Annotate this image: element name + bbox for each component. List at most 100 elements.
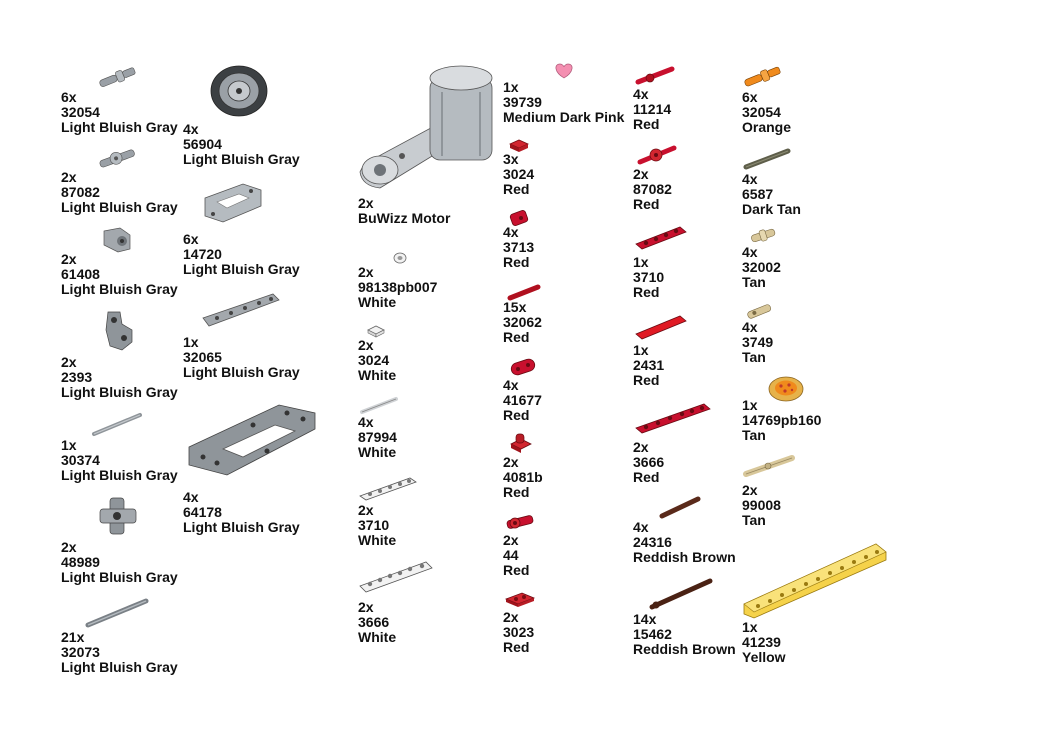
part-id: 32054: [61, 104, 100, 120]
part-color: Red: [633, 196, 660, 212]
part-qty: 1x: [183, 334, 199, 350]
part-qty: 2x: [358, 337, 374, 353]
part-color: Red: [503, 562, 530, 578]
pin-icon: [635, 66, 675, 85]
h-frame-icon: [204, 183, 262, 223]
plate-icon: [635, 226, 687, 250]
part-label: 14x 15462 Reddish Brown: [633, 612, 736, 657]
axle-icon: [507, 284, 541, 301]
part-id: 3024: [503, 166, 535, 182]
bar-icon: [92, 413, 142, 436]
beam-icon: [743, 543, 887, 619]
pin-with-hole-icon: [637, 145, 677, 165]
part-color: Red: [503, 639, 530, 655]
part-id: 32073: [61, 644, 100, 660]
part-color: Light Bluish Gray: [61, 659, 178, 675]
part-qty: 4x: [503, 224, 519, 240]
pin-with-hole-icon: [99, 149, 135, 168]
plate-icon: [509, 139, 529, 152]
axle-icon: [743, 148, 791, 170]
part-id: 32002: [742, 259, 781, 275]
part-qty: 4x: [183, 489, 199, 505]
part-qty: 4x: [183, 121, 199, 137]
part-id: 3713: [503, 239, 535, 255]
part-qty: 2x: [61, 539, 77, 555]
part-label: 1x 30374 Light Bluish Gray: [61, 438, 178, 483]
part-color: Red: [503, 181, 530, 197]
part-qty: 6x: [742, 89, 758, 105]
part-label: 4x 3713 Red: [503, 225, 534, 270]
part-color: Light Bluish Gray: [183, 151, 300, 167]
part-id: 3666: [633, 454, 665, 470]
part-qty: 3x: [503, 151, 519, 167]
plate-icon: [367, 325, 385, 338]
part-label: 2x 87082 Red: [633, 167, 672, 212]
pin-with-bush-icon: [99, 67, 136, 87]
axle-icon: [649, 578, 713, 610]
part-color: White: [358, 367, 397, 383]
part-id: 56904: [183, 136, 222, 152]
part-color: Red: [503, 254, 530, 270]
part-label: 6x 32054 Orange: [742, 90, 791, 135]
pin-icon: [751, 228, 776, 243]
part-color: Light Bluish Gray: [61, 569, 178, 585]
connector-block-icon: [103, 227, 131, 253]
part-label: 2x 87082 Light Bluish Gray: [61, 170, 178, 215]
part-id: 2431: [633, 357, 665, 373]
part-id: BuWizz Motor: [358, 210, 451, 226]
part-id: 98138pb007: [358, 279, 438, 295]
part-color: Medium Dark Pink: [503, 109, 625, 125]
part-id: 87994: [358, 429, 397, 445]
part-id: 39739: [503, 94, 542, 110]
part-qty: 2x: [633, 166, 649, 182]
part-label: 1x 2431 Red: [633, 343, 664, 388]
part-qty: 2x: [358, 195, 374, 211]
axle-icon: [85, 598, 149, 628]
part-label: 6x 32054 Light Bluish Gray: [61, 90, 178, 135]
part-label: 3x 3024 Red: [503, 152, 534, 197]
part-label: 2x 99008 Tan: [742, 483, 781, 528]
part-id: 3023: [503, 624, 535, 640]
part-label: 4x 6587 Dark Tan: [742, 172, 801, 217]
heart-icon: [555, 63, 573, 79]
part-color: White: [358, 444, 397, 460]
part-color: White: [358, 532, 397, 548]
part-qty: 2x: [503, 532, 519, 548]
axle-icon: [659, 496, 701, 519]
connector-icon: [506, 515, 534, 529]
part-qty: 15x: [503, 299, 527, 315]
part-label: 2x 4081b Red: [503, 455, 543, 500]
part-label: 2x 3710 White: [358, 503, 396, 548]
part-label: 2x 98138pb007 White: [358, 265, 437, 310]
part-qty: 2x: [358, 599, 374, 615]
part-qty: 14x: [633, 611, 657, 627]
part-color: Tan: [742, 427, 766, 443]
part-id: 32065: [183, 349, 222, 365]
part-id: 48989: [61, 554, 100, 570]
plate-icon: [504, 592, 536, 607]
part-label: 1x 41239 Yellow: [742, 620, 786, 665]
part-qty: 21x: [61, 629, 85, 645]
part-qty: 2x: [61, 169, 77, 185]
part-label: 2x 48989 Light Bluish Gray: [61, 540, 178, 585]
beam-icon: [510, 358, 536, 376]
part-label: 4x 32002 Tan: [742, 245, 781, 290]
part-id: 61408: [61, 266, 100, 282]
part-label: 2x 44 Red: [503, 533, 529, 578]
part-id: 3710: [358, 517, 390, 533]
part-color: Orange: [742, 119, 792, 135]
part-color: Light Bluish Gray: [61, 281, 178, 297]
bar-icon: [360, 397, 398, 414]
part-label: 2x 3023 Red: [503, 610, 534, 655]
part-qty: 4x: [742, 171, 758, 187]
part-color: Red: [503, 484, 530, 500]
part-id: 30374: [61, 452, 100, 468]
part-label: 2x 3666 White: [358, 600, 396, 645]
part-id: 14769pb160: [742, 412, 822, 428]
part-label: 1x 39739 Medium Dark Pink: [503, 80, 624, 125]
part-color: Tan: [742, 274, 766, 290]
part-qty: 1x: [633, 254, 649, 270]
part-qty: 1x: [742, 619, 758, 635]
part-id: 41239: [742, 634, 781, 650]
